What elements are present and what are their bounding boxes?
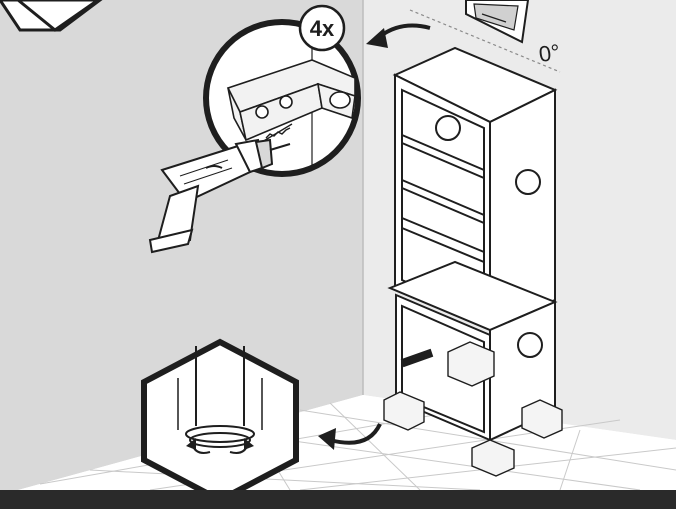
tall-cabinet	[384, 48, 562, 476]
quantity-label: 4x	[310, 16, 335, 41]
angle-label: 0°	[537, 39, 561, 67]
footer-bar	[0, 490, 676, 509]
